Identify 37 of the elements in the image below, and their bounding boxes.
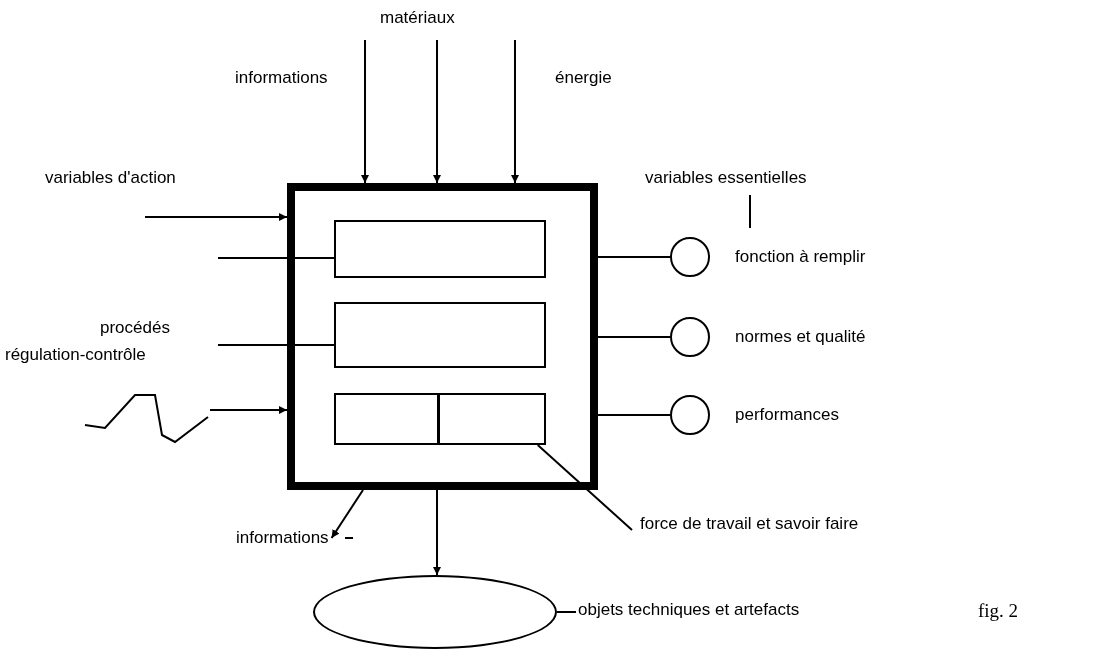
arrow (209, 406, 288, 414)
connector-line (556, 611, 577, 613)
input-line (217, 344, 335, 346)
arrow (511, 39, 519, 184)
edge-label: informations (235, 68, 328, 88)
indicator-circle (670, 395, 710, 435)
annotation-text: informations (236, 528, 329, 548)
indicator-label: normes et qualité (735, 327, 866, 347)
connector-line (597, 256, 671, 258)
group-label: variables essentielles (645, 168, 807, 188)
indicator-label: performances (735, 405, 839, 425)
inner-box (334, 302, 546, 368)
arrow (433, 39, 441, 184)
connector-line (597, 414, 671, 416)
edge-label: matériaux (380, 8, 455, 28)
indicator-circle (670, 237, 710, 277)
inner-box (438, 393, 546, 445)
edge-label: procédés (100, 318, 170, 338)
arrow (433, 489, 441, 576)
arrow (144, 213, 288, 221)
connector-line (597, 336, 671, 338)
indicator-circle (670, 317, 710, 357)
figure-caption: fig. 2 (978, 601, 1019, 621)
indicator-label: fonction à remplir (735, 247, 866, 267)
annotation-text: objets techniques et artefacts (578, 600, 800, 620)
inner-box (334, 220, 546, 278)
edge-label: énergie (555, 68, 612, 88)
input-line (217, 257, 335, 259)
arrow (330, 489, 364, 539)
product-ellipse (313, 575, 557, 649)
connector-line (536, 444, 633, 531)
edge-label: régulation-contrôle (5, 345, 146, 365)
arrow (361, 39, 369, 184)
inner-box (334, 393, 439, 445)
system-box (287, 183, 598, 490)
edge-label: variables d'action (45, 168, 176, 188)
annotation-text: force de travail et savoir faire (640, 514, 859, 534)
